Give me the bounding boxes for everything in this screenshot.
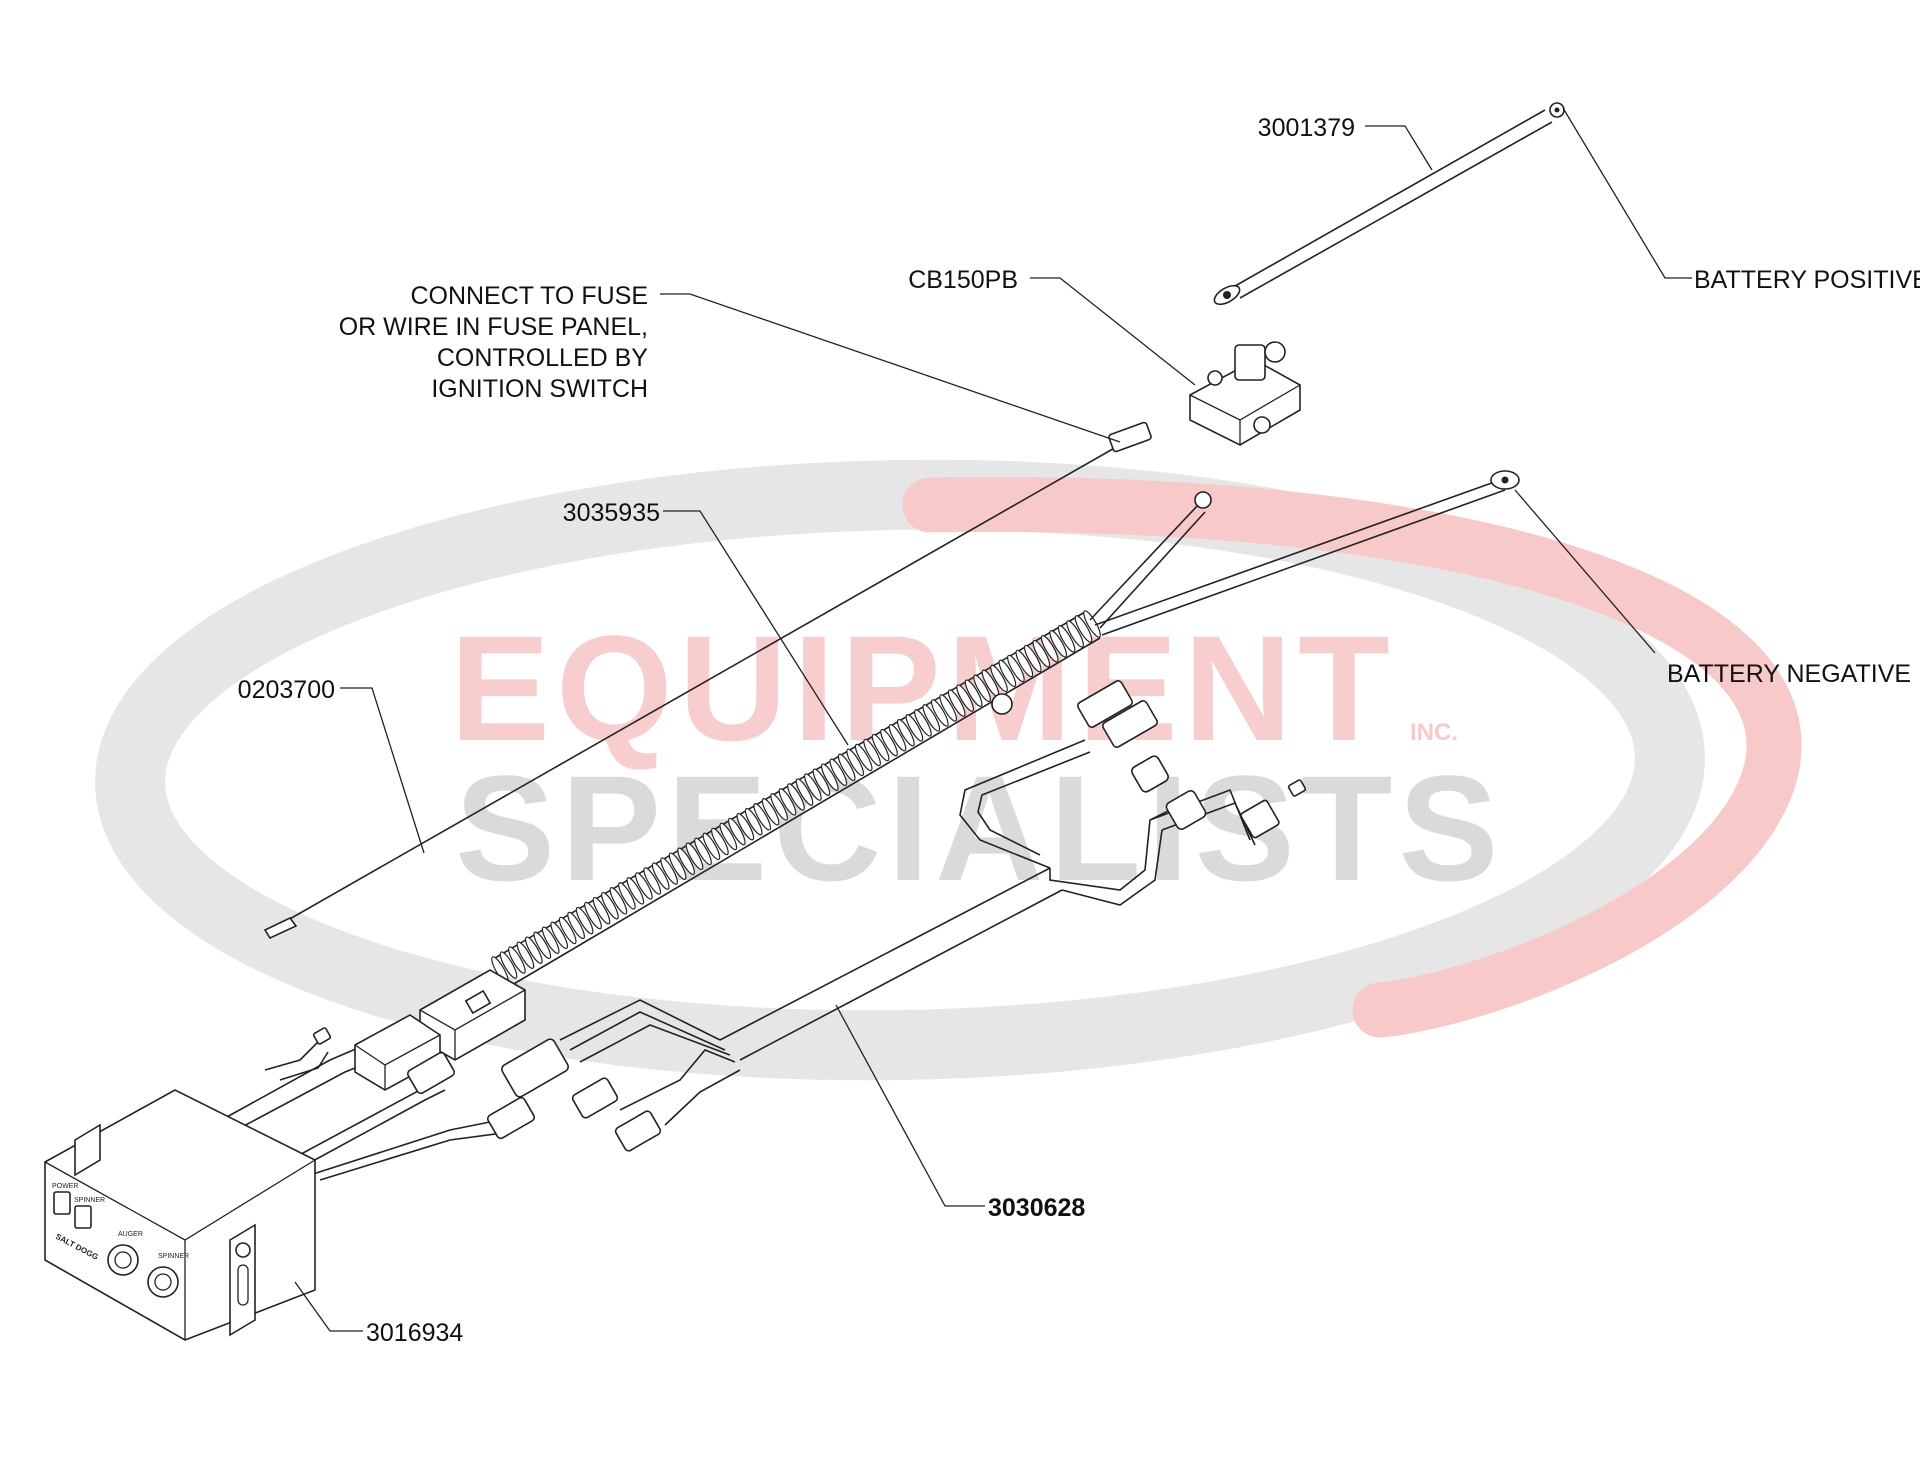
callout-control-box: 3016934: [366, 1319, 463, 1347]
callout-fuse-note-line2: OR WIRE IN FUSE PANEL,: [339, 313, 648, 341]
loom-rib: [930, 699, 949, 727]
control-box-3016934: POWER SPINNER AUGER SPINNER SALT DOGG: [44, 1014, 536, 1341]
callout-control-harness: 3030628: [988, 1194, 1085, 1222]
loom-rib: [736, 812, 755, 841]
callout-fuse-note-line4: IGNITION SWITCH: [431, 375, 648, 403]
loom-rib: [1083, 610, 1101, 638]
loom-rib: [584, 901, 602, 930]
loom-rib: [897, 718, 915, 747]
box-knob2-label: SPINNER: [158, 1253, 189, 1260]
loom-rib: [998, 659, 1017, 688]
loom-rib: [888, 723, 907, 752]
loom-rib: [567, 911, 585, 940]
box-knob1-label: AUGER: [118, 1231, 143, 1238]
loom-rib: [744, 807, 763, 836]
loom-rib: [947, 689, 966, 717]
loom-rib: [863, 738, 881, 767]
loom-rib: [1066, 620, 1084, 648]
loom-rib: [778, 788, 797, 816]
power-harness-3035935: [419, 470, 1520, 1061]
loom-rib: [1057, 625, 1076, 653]
loom-rib: [990, 664, 1008, 693]
callout-fuse-wire: 0203700: [238, 676, 335, 704]
loom-rib: [795, 778, 814, 806]
loom-rib: [753, 803, 772, 831]
loom-rib: [1049, 630, 1068, 658]
loom-rib: [558, 916, 577, 945]
fuse-wire-0203700: [263, 421, 1152, 940]
loom-rib: [846, 748, 865, 777]
loom-rib: [727, 817, 746, 846]
loom-rib: [829, 758, 848, 787]
loom-rib: [508, 946, 526, 974]
callout-labels: 3001379 BATTERY POSITIVE CB150PB CONNECT…: [238, 114, 1920, 1347]
loom-rib: [761, 798, 780, 826]
callout-battery-cable: 3001379: [1258, 114, 1355, 142]
loom-rib: [820, 763, 839, 791]
watermark-ring-gray: [95, 459, 1705, 1081]
callout-battery-positive: BATTERY POSITIVE: [1694, 266, 1920, 294]
loom-rib: [550, 921, 569, 950]
loom-rib: [533, 931, 552, 960]
loom-rib: [626, 877, 645, 905]
box-switch2-label: SPINNER: [74, 1197, 105, 1204]
loom-rib: [770, 793, 788, 821]
loom-rib: [618, 882, 636, 910]
loom-rib: [812, 768, 831, 796]
loom-rib: [1040, 634, 1059, 663]
box-switch1-label: POWER: [52, 1183, 78, 1190]
loom-rib: [643, 867, 662, 895]
loom-rib: [541, 926, 560, 955]
callout-fuse-note-line3: CONTROLLED BY: [437, 344, 648, 372]
loom-rib: [905, 714, 924, 742]
loom-rib: [634, 872, 653, 900]
loom-rib: [973, 674, 991, 703]
loom-rib: [1007, 654, 1025, 683]
loom-rib: [677, 847, 695, 876]
loom-rib: [854, 743, 873, 772]
loom-rib: [668, 852, 687, 880]
callout-battery-negative: BATTERY NEGATIVE: [1667, 660, 1911, 688]
loom-rib: [837, 753, 856, 782]
loom-rib: [524, 936, 543, 964]
leader-lines: [294, 107, 1692, 1332]
loom-rib: [660, 857, 678, 885]
loom-rib: [871, 733, 890, 762]
loom-rib: [516, 941, 535, 969]
loom-rib: [601, 891, 619, 920]
watermark-suffix: INC.: [1410, 719, 1458, 746]
loom-rib: [914, 709, 932, 737]
loom-rib: [609, 887, 628, 915]
loom-rib: [711, 827, 729, 856]
watermark: EQUIPMENT SPECIALISTS INC.: [95, 459, 1802, 1081]
loom-rib: [880, 728, 898, 757]
callout-power-harness: 3035935: [563, 499, 660, 527]
loom-rib: [939, 694, 958, 722]
loom-rib: [1074, 615, 1093, 643]
loom-rib: [1023, 644, 1042, 673]
loom-rib: [804, 773, 822, 801]
loom-rib: [702, 832, 721, 861]
loom-rib: [694, 837, 712, 866]
watermark-ring-red: [902, 476, 1802, 1038]
loom-rib: [964, 679, 983, 707]
loom-rib: [575, 906, 594, 935]
loom-rib: [787, 783, 805, 811]
watermark-line2: SPECIALISTS: [455, 744, 1505, 912]
loom-rib: [651, 862, 670, 890]
loom-rib: [1032, 639, 1051, 668]
loom-rib: [1015, 649, 1034, 678]
loom-rib: [719, 822, 738, 851]
circuit-breaker-cb150pb: [1189, 341, 1301, 446]
callout-circuit-breaker: CB150PB: [908, 266, 1018, 294]
callout-fuse-note-line1: CONNECT TO FUSE: [410, 282, 648, 310]
loom-rib: [499, 951, 518, 979]
loom-rib: [592, 896, 611, 925]
loom-rib: [922, 704, 941, 732]
loom-rib: [685, 842, 704, 871]
control-harness-3030628: [501, 680, 1307, 1152]
loom-rib: [956, 684, 974, 712]
